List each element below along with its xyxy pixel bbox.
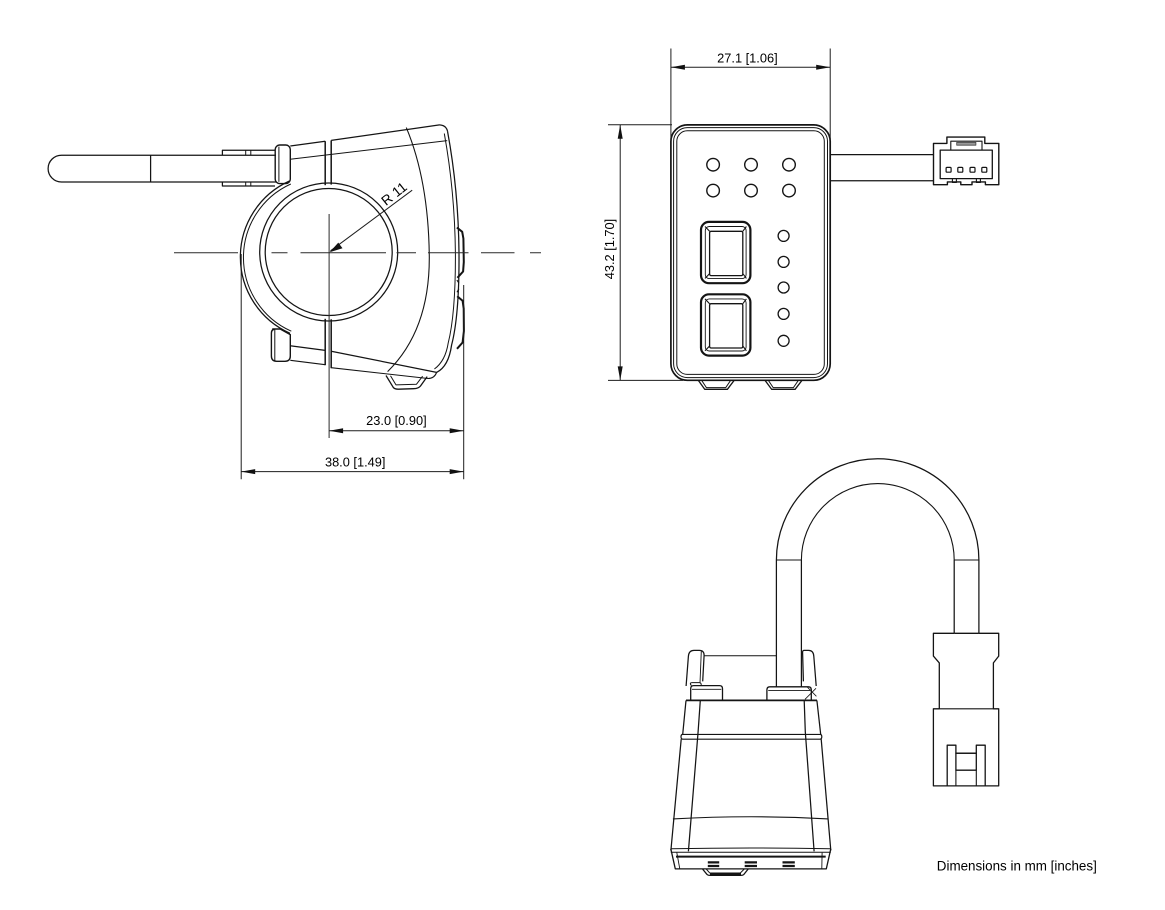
- svg-text:38.0 [1.49]: 38.0 [1.49]: [325, 454, 385, 469]
- svg-text:23.0 [0.90]: 23.0 [0.90]: [366, 413, 426, 428]
- svg-text:Dimensions in mm [inches]: Dimensions in mm [inches]: [937, 859, 1097, 874]
- svg-text:43.2 [1.70]: 43.2 [1.70]: [602, 219, 617, 279]
- svg-text:27.1 [1.06]: 27.1 [1.06]: [717, 50, 777, 65]
